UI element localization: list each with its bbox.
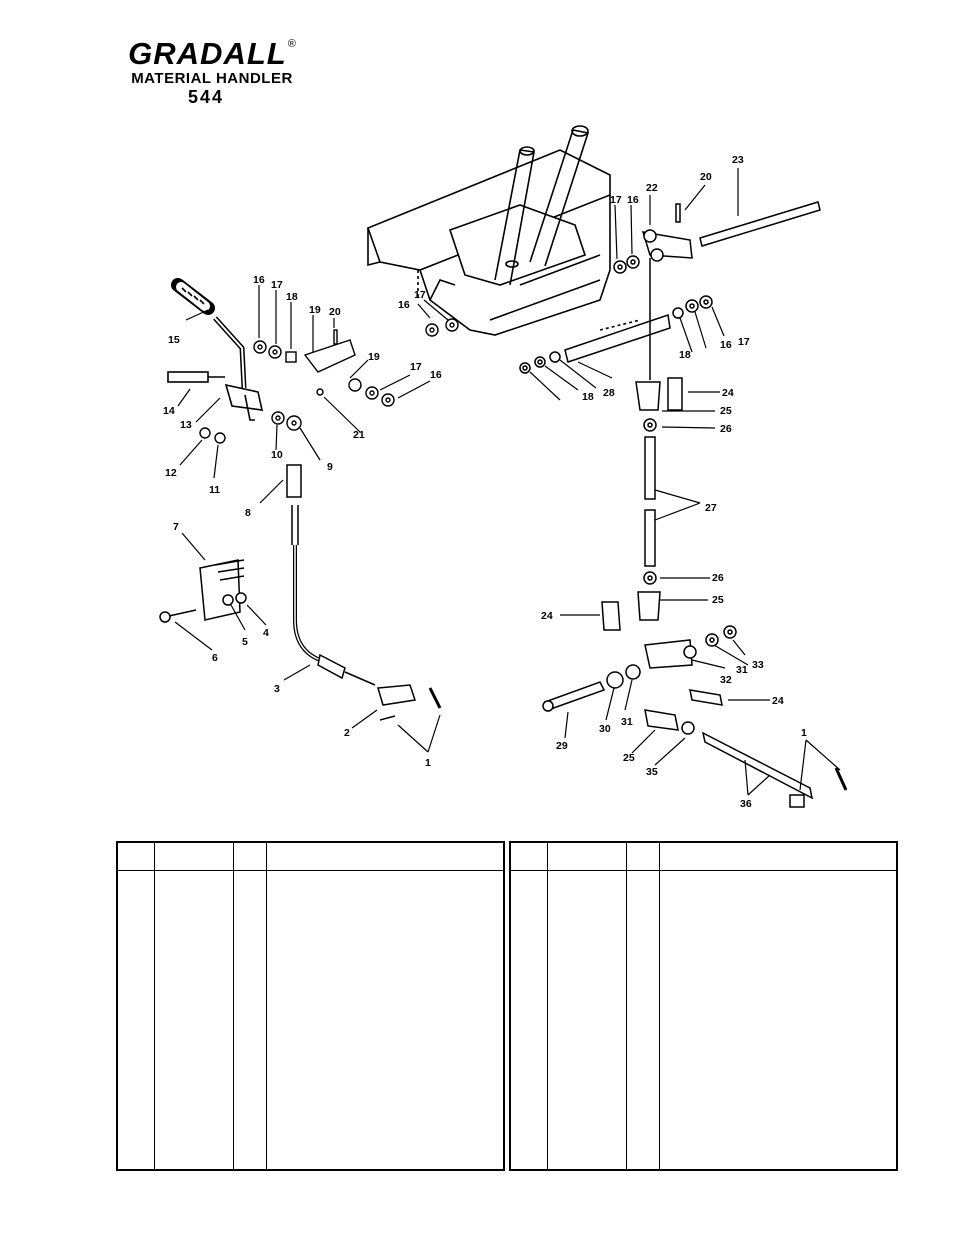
callout-label: 10 bbox=[271, 449, 283, 461]
table-column-divider bbox=[626, 843, 627, 1169]
table-column-divider bbox=[154, 843, 155, 1169]
callout-label: 17 bbox=[414, 289, 426, 301]
control-lever bbox=[167, 278, 264, 421]
callout-label: 19 bbox=[309, 304, 321, 316]
table-column-divider bbox=[233, 843, 234, 1169]
model-number: 544 bbox=[187, 87, 225, 107]
callout-label: 26 bbox=[720, 423, 732, 435]
bracket-mount bbox=[159, 559, 247, 623]
callout-label: 24 bbox=[541, 610, 553, 622]
callout-label: 6 bbox=[212, 652, 218, 664]
parts-table-left bbox=[116, 841, 505, 1171]
callout-label: 20 bbox=[700, 171, 712, 183]
leader-arrows bbox=[174, 168, 841, 796]
callout-label: 24 bbox=[722, 387, 734, 399]
callout-label: 18 bbox=[679, 349, 691, 361]
brand-subtitle: MATERIAL HANDLER bbox=[131, 70, 293, 87]
callout-label: 24 bbox=[772, 695, 784, 707]
callout-label: 4 bbox=[263, 627, 269, 639]
callout-label: 16 bbox=[398, 299, 410, 311]
callout-label: 28 bbox=[603, 387, 615, 399]
callout-labels: 1 1 2 3 4 5 6 7 8 9 10 11 12 13 14 15 16… bbox=[163, 154, 807, 810]
callout-label: 16 bbox=[627, 194, 639, 206]
callout-label: 17 bbox=[271, 279, 283, 291]
frame-assembly bbox=[366, 125, 641, 336]
callout-label: 20 bbox=[329, 306, 341, 318]
washers-pins bbox=[199, 318, 459, 444]
callout-label: 25 bbox=[720, 405, 732, 417]
parts-table-right bbox=[509, 841, 898, 1171]
brand-logo: GRADALL bbox=[128, 36, 287, 71]
callout-label: 7 bbox=[173, 521, 179, 533]
callout-label: 12 bbox=[165, 467, 177, 479]
callout-label: 16 bbox=[720, 339, 732, 351]
callout-label: 16 bbox=[253, 274, 265, 286]
callout-label: 35 bbox=[646, 766, 658, 778]
callout-label: 32 bbox=[720, 674, 732, 686]
callout-label: 11 bbox=[209, 484, 220, 496]
callout-label: 5 bbox=[242, 636, 248, 648]
callout-label: 16 bbox=[430, 369, 442, 381]
exploded-parts-diagram: 1 1 2 3 4 5 6 7 8 9 10 11 12 13 14 15 16… bbox=[159, 125, 848, 810]
callout-label: 18 bbox=[582, 391, 594, 403]
callout-label: 36 bbox=[740, 798, 752, 810]
callout-label: 2 bbox=[344, 727, 350, 739]
callout-label: 25 bbox=[712, 594, 724, 606]
callout-label: 13 bbox=[180, 419, 192, 431]
callout-label: 15 bbox=[168, 334, 180, 346]
callout-label: 9 bbox=[327, 461, 333, 473]
callout-label: 31 bbox=[736, 664, 748, 676]
callout-label: 1 bbox=[801, 727, 807, 739]
callout-label: 17 bbox=[738, 336, 750, 348]
table-header-row bbox=[511, 843, 896, 871]
callout-label: 14 bbox=[163, 405, 175, 417]
table-header-row bbox=[118, 843, 503, 871]
callout-label: 3 bbox=[274, 683, 280, 695]
callout-label: 30 bbox=[599, 723, 611, 735]
cable-assembly bbox=[286, 464, 442, 721]
callout-label: 1 bbox=[425, 757, 431, 769]
callout-label: 27 bbox=[705, 502, 717, 514]
callout-label: 29 bbox=[556, 740, 568, 752]
registered-mark: ® bbox=[287, 38, 296, 50]
table-column-divider bbox=[659, 843, 660, 1169]
callout-label: 21 bbox=[353, 429, 365, 441]
table-column-divider bbox=[266, 843, 267, 1169]
linkage-right bbox=[519, 201, 848, 808]
callout-label: 25 bbox=[623, 752, 635, 764]
brand-header: GRADALL® MATERIAL HANDLER 544 bbox=[112, 36, 312, 108]
callout-label: 26 bbox=[712, 572, 724, 584]
callout-label: 33 bbox=[752, 659, 764, 671]
callout-label: 22 bbox=[646, 182, 658, 194]
callout-label: 17 bbox=[610, 194, 622, 206]
callout-label: 31 bbox=[621, 716, 633, 728]
callout-label: 8 bbox=[245, 507, 251, 519]
callout-label: 17 bbox=[410, 361, 422, 373]
callout-label: 19 bbox=[368, 351, 380, 363]
table-column-divider bbox=[547, 843, 548, 1169]
callout-label: 23 bbox=[732, 154, 744, 166]
callout-label: 18 bbox=[286, 291, 298, 303]
